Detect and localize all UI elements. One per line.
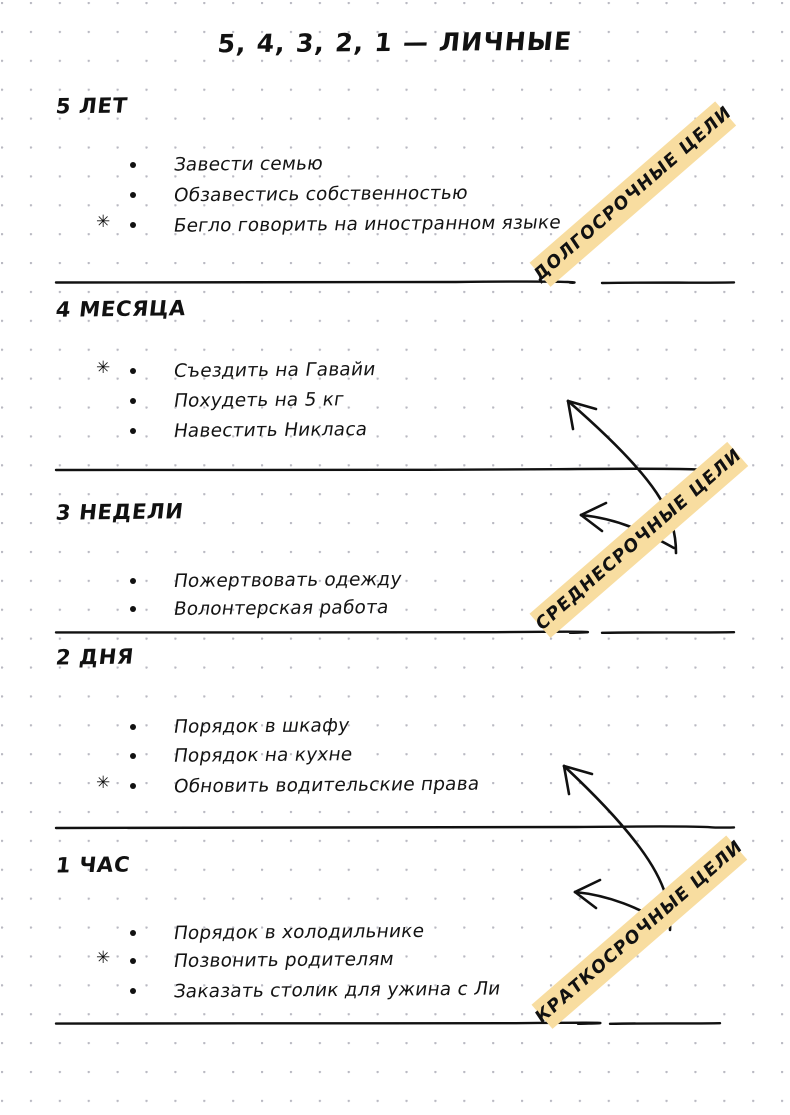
list-item: Порядок в холодильнике	[172, 920, 426, 945]
list-item: Заказать столик для ужина с Ли	[172, 978, 502, 1003]
divider-rule	[54, 627, 736, 641]
bullet-point	[130, 930, 136, 936]
list-item: Порядок в шкафу	[172, 715, 351, 738]
list-item: Пожертвовать одежду	[172, 569, 404, 592]
list-item: Обзавестись собственностью	[172, 182, 470, 207]
bullet-point	[130, 162, 136, 168]
bullet-point	[130, 958, 136, 964]
label-short-term-goals: КРАТКОСРОЧНЫЕ ЦЕЛИ	[531, 835, 748, 1029]
list-item: Позвонить родителям	[172, 949, 396, 972]
bullet-point	[130, 753, 136, 759]
list-item: Завести семью	[172, 153, 325, 176]
list-item: Порядок на кухне	[172, 744, 355, 767]
divider-rule	[54, 1018, 734, 1032]
bullet-point	[130, 222, 136, 228]
section-heading-4-months: 4 МЕСЯЦА	[54, 296, 188, 322]
divider-rule	[54, 822, 736, 836]
label-long-term-goals: ДОЛГОСРОЧНЫЕ ЦЕЛИ	[529, 101, 737, 287]
section-heading-2-days: 2 ДНЯ	[54, 644, 136, 670]
label-text: КРАТКОСРОЧНЫЕ ЦЕЛИ	[532, 835, 747, 1029]
bullet-point	[130, 988, 136, 994]
bullet-point	[130, 783, 136, 789]
page-title: 5, 4, 3, 2, 1 — ЛИЧНЫЕ	[216, 26, 574, 59]
list-item: Обновить водительские права	[172, 773, 482, 798]
list-item: Волонтерская работа	[172, 597, 391, 620]
star-marker: ✳	[96, 212, 111, 232]
star-marker: ✳	[96, 773, 111, 793]
section-heading-3-weeks: 3 НЕДЕЛИ	[54, 499, 185, 525]
bullet-point	[130, 578, 136, 584]
bullet-point	[130, 724, 136, 730]
divider-rule	[54, 464, 736, 478]
list-item: Похудеть на 5 кг	[172, 389, 346, 412]
list-item: Бегло говорить на иностранном языке	[172, 212, 563, 237]
star-marker: ✳	[96, 948, 111, 968]
bullet-point	[130, 428, 136, 434]
star-marker: ✳	[96, 358, 111, 378]
list-item: Навестить Никласа	[172, 419, 369, 442]
bullet-point	[130, 192, 136, 198]
label-text: ДОЛГОСРОЧНЫЕ ЦЕЛИ	[530, 101, 736, 287]
list-item: Съездить на Гавайи	[172, 359, 378, 382]
divider-rule	[54, 277, 736, 291]
bullet-point	[130, 606, 136, 612]
bullet-point	[130, 368, 136, 374]
section-heading-5-years: 5 ЛЕТ	[54, 93, 129, 119]
section-heading-1-hour: 1 ЧАС	[54, 852, 132, 878]
bullet-point	[130, 398, 136, 404]
